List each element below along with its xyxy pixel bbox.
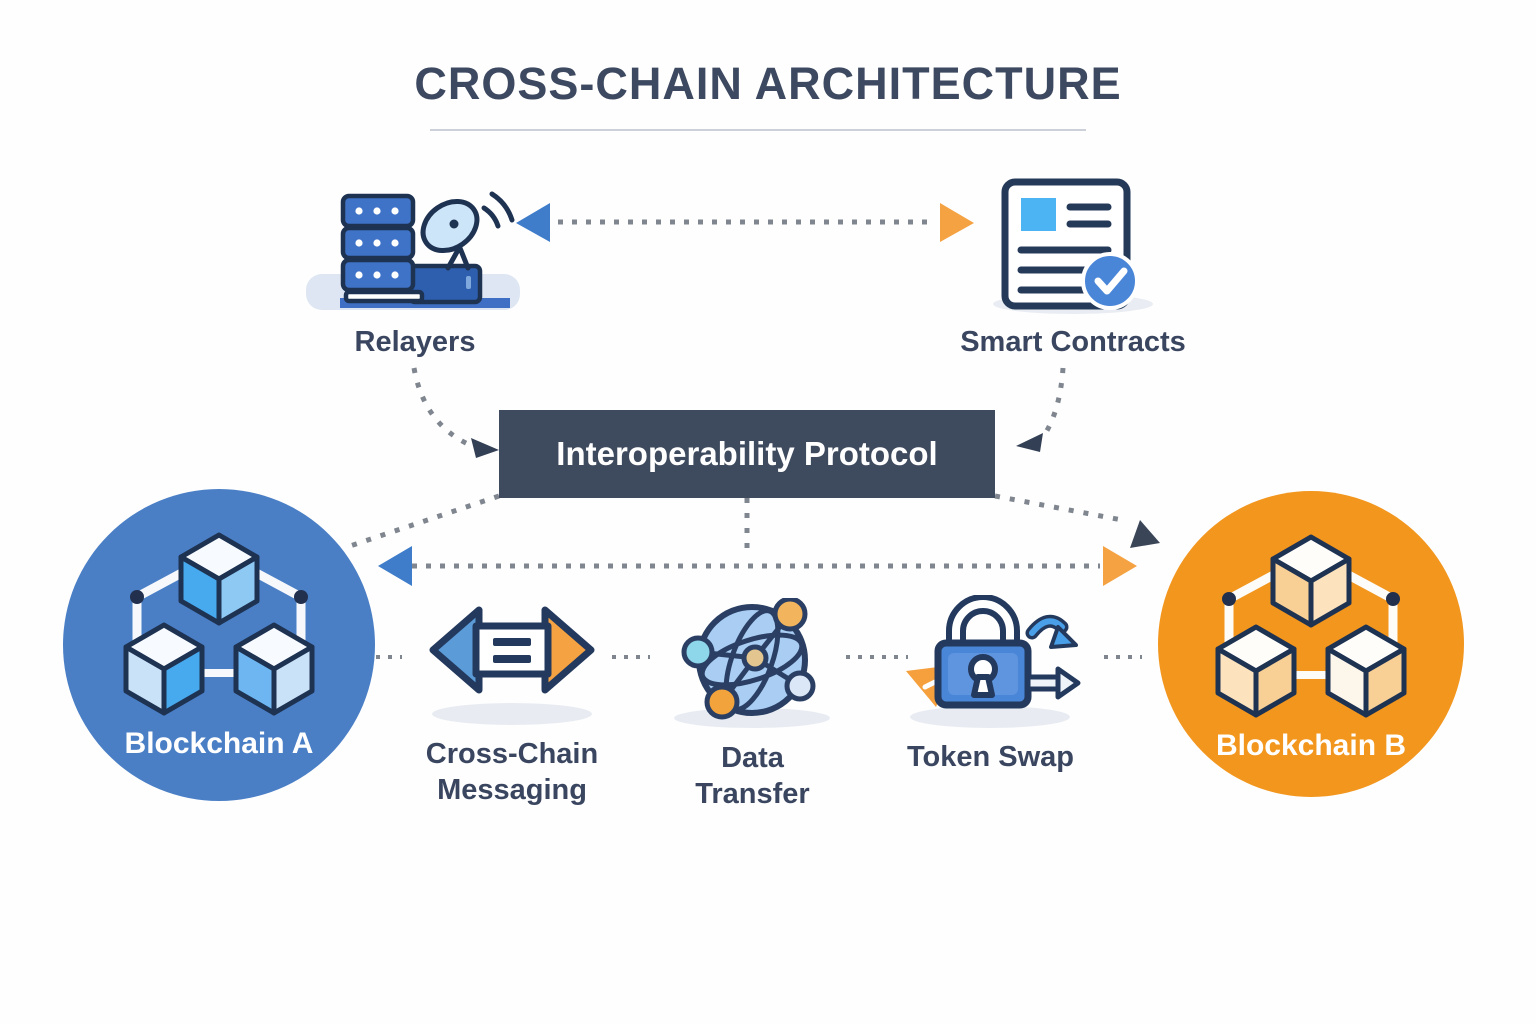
token-swap-label: Token Swap — [906, 741, 1075, 773]
protocol-chain-a-line — [349, 493, 500, 549]
interoperability-protocol-box: Interoperability Protocol — [499, 410, 995, 498]
data-transfer-node: Data Transfer — [660, 598, 845, 812]
blockchain-a-label: Blockchain A — [124, 727, 314, 760]
server-satellite-icon — [306, 191, 520, 310]
protocol-label: Interoperability Protocol — [556, 435, 938, 472]
token-swap-node: Token Swap — [898, 595, 1083, 775]
padlock-swap-icon — [906, 595, 1081, 728]
cross-chain-messaging-node: Cross-Chain Messaging — [412, 600, 612, 808]
blockchain-b-circle: Blockchain B — [1158, 491, 1464, 797]
blockchain-a-circle: Blockchain A — [63, 489, 375, 801]
relayers-protocol-curve — [411, 367, 472, 448]
cross-chain-messaging-label: Cross-Chain Messaging — [425, 738, 599, 806]
relayers-label: Relayers — [354, 326, 476, 358]
document-check-icon — [993, 178, 1153, 314]
linked-cubes-icon — [123, 532, 315, 716]
arrowhead-protocol-chain-b — [1130, 520, 1160, 548]
arrowhead-smartcontracts-protocol — [1016, 433, 1043, 452]
arrowhead-relayers-protocol — [471, 438, 499, 458]
relayers-node: Relayers — [298, 182, 532, 360]
data-transfer-label: Data Transfer — [695, 742, 810, 810]
title-divider — [430, 129, 1086, 131]
network-globe-icon — [674, 598, 830, 728]
linked-cubes-icon — [1215, 534, 1407, 718]
smart-contracts-node: Smart Contracts — [953, 176, 1193, 360]
arrowhead-left-blue-main — [378, 546, 412, 586]
protocol-chain-b-line — [994, 493, 1123, 523]
smartcontracts-protocol-curve — [1040, 367, 1066, 439]
double-arrow-icon — [429, 606, 595, 725]
smart-contracts-label: Smart Contracts — [960, 326, 1186, 358]
blockchain-b-label: Blockchain B — [1215, 729, 1407, 762]
arrowhead-right-orange-main — [1103, 546, 1137, 586]
page-title: CROSS-CHAIN ARCHITECTURE — [414, 58, 1122, 109]
